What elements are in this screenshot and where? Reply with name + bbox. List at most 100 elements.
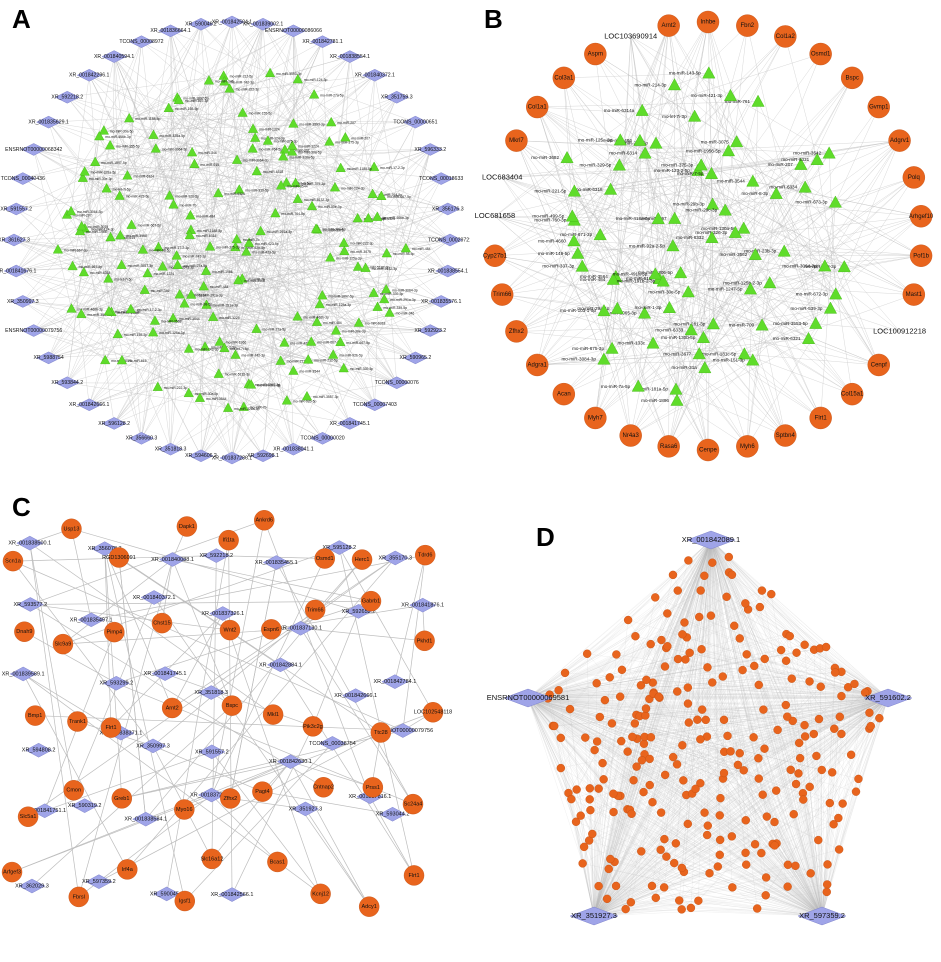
- lncrna-label: XR_350997.3: [7, 299, 39, 305]
- mrna-node: [593, 738, 601, 746]
- lncrna-hub-label: XR_597359.2: [799, 911, 845, 920]
- mirna-label: mo-miR-30e-3p: [89, 177, 113, 181]
- network-edge: [594, 717, 787, 916]
- mirna-label: mo-miR-742-3p: [241, 354, 265, 358]
- mirna-node: [256, 226, 266, 235]
- network-edge: [154, 597, 369, 906]
- mirna-label: mo-miR-1896: [641, 398, 669, 403]
- mrna-node: [702, 716, 710, 724]
- mrna-node: [628, 733, 636, 741]
- network-edge: [688, 292, 762, 325]
- network-edge: [528, 620, 628, 698]
- network-edge: [669, 368, 705, 446]
- mrna-node: [783, 713, 791, 721]
- panel-d-letter: D: [536, 522, 555, 553]
- mrna-node: [787, 766, 795, 774]
- mirna-label: mo-miR-1224: [259, 128, 280, 132]
- mirna-node: [99, 126, 109, 135]
- gene-label: LOC103690914: [604, 31, 657, 40]
- network-edge: [114, 393, 189, 423]
- gene-label: Pof1b: [913, 253, 929, 259]
- gene-label: Mkrl7: [509, 138, 524, 144]
- lncrna-label: XR_001838500.1: [8, 541, 51, 547]
- gene-label: Col15a1: [841, 392, 864, 398]
- mrna-node: [596, 713, 604, 721]
- gene-label: Dapk1: [179, 524, 195, 530]
- mrna-node: [759, 791, 767, 799]
- network-edge: [805, 187, 816, 323]
- network-edge: [594, 742, 597, 916]
- lncrna-label: XR_351818.3: [155, 447, 187, 453]
- mrna-node: [725, 553, 733, 561]
- mrna-node: [693, 716, 701, 724]
- mirna-label: mo-miR-6318: [575, 187, 603, 192]
- mirna-node: [293, 312, 303, 321]
- mirna-label: mo-miR-6321: [773, 336, 801, 341]
- mirna-label: mo-miR-328a-5p: [91, 171, 117, 175]
- mirna-label: mo-let-7i-5p: [113, 187, 131, 191]
- network-edge: [71, 529, 358, 612]
- network-edge: [622, 670, 822, 916]
- mirna-label: mo-miR-423-5p: [252, 250, 276, 254]
- mirna-label: mo-miR-30a-5p: [298, 150, 322, 154]
- network-edge: [711, 540, 814, 734]
- mrna-node: [678, 905, 686, 913]
- mrna-node: [600, 775, 608, 783]
- mirna-label: mo-miR-3557-3p: [128, 264, 154, 268]
- mrna-node: [684, 556, 692, 564]
- lncrna-label: XR_361627.3: [0, 237, 30, 243]
- network-edge: [729, 557, 888, 698]
- mrna-node: [854, 775, 862, 783]
- mrna-node: [685, 719, 693, 727]
- network-edge: [23, 674, 127, 869]
- mrna-node: [707, 612, 715, 620]
- mrna-node: [696, 735, 704, 743]
- mrna-node: [784, 883, 792, 891]
- gene-label: Cntnap2: [313, 785, 334, 791]
- mirna-label: mo-miR-6314a: [604, 108, 635, 113]
- network-edge: [677, 401, 747, 447]
- mirna-label: mo-miR-672-3p: [796, 291, 828, 296]
- gene-label: Arhgef10: [909, 214, 934, 220]
- mrna-node: [850, 680, 858, 688]
- network-edge: [711, 540, 800, 758]
- mirna-label: mo-miR-3075: [701, 139, 729, 144]
- network-edge: [34, 149, 72, 308]
- network-edge: [590, 540, 711, 788]
- network-edge: [607, 899, 822, 916]
- mirna-label: mo-miR-6314: [609, 151, 637, 156]
- gene-label: Dnah9: [16, 629, 32, 635]
- gene-label: Chst15: [153, 621, 170, 627]
- lncrna-label: XR_001839002.1: [243, 22, 283, 28]
- mirna-label: mo-miR-1897-5p: [328, 294, 354, 298]
- mirna-node: [252, 324, 262, 333]
- network-edge: [711, 540, 799, 743]
- network-edge: [528, 698, 732, 887]
- mrna-node: [723, 593, 731, 601]
- mirna-label: mo-miR-222-3p: [164, 386, 188, 390]
- mirna-label: mo-miR-3553-5p: [773, 321, 808, 326]
- lncrna-label: XR_351927.3: [289, 806, 323, 812]
- mirna-label: mo-miR-6318: [90, 271, 111, 275]
- gene-label: Ankrd6: [256, 518, 273, 524]
- mirna-label: mo-miR-328a-5p: [159, 134, 185, 138]
- mirna-label: mo-miR-3544: [299, 370, 320, 374]
- lncrna-label: XR_001835629.1: [28, 120, 68, 126]
- mrna-node: [686, 649, 694, 657]
- mirna-node: [105, 140, 115, 149]
- mrna-node: [750, 662, 758, 670]
- mirna-label: mo-miR-346: [151, 289, 170, 293]
- network-edge: [301, 628, 413, 804]
- mrna-node: [695, 613, 703, 621]
- mrna-node: [796, 754, 804, 762]
- mrna-node: [684, 684, 692, 692]
- network-edge: [711, 540, 778, 730]
- mirna-label: mo-miR-346: [198, 151, 217, 155]
- mrna-node: [647, 733, 655, 741]
- mirna-label: mo-miR-339-5p: [245, 189, 269, 193]
- mirna-label: mo-miR-3677: [663, 351, 691, 356]
- mrna-node: [822, 643, 830, 651]
- network-edge: [104, 98, 177, 131]
- mrna-node: [793, 649, 801, 657]
- mirna-label: mo-miR-328a-5p: [289, 155, 315, 159]
